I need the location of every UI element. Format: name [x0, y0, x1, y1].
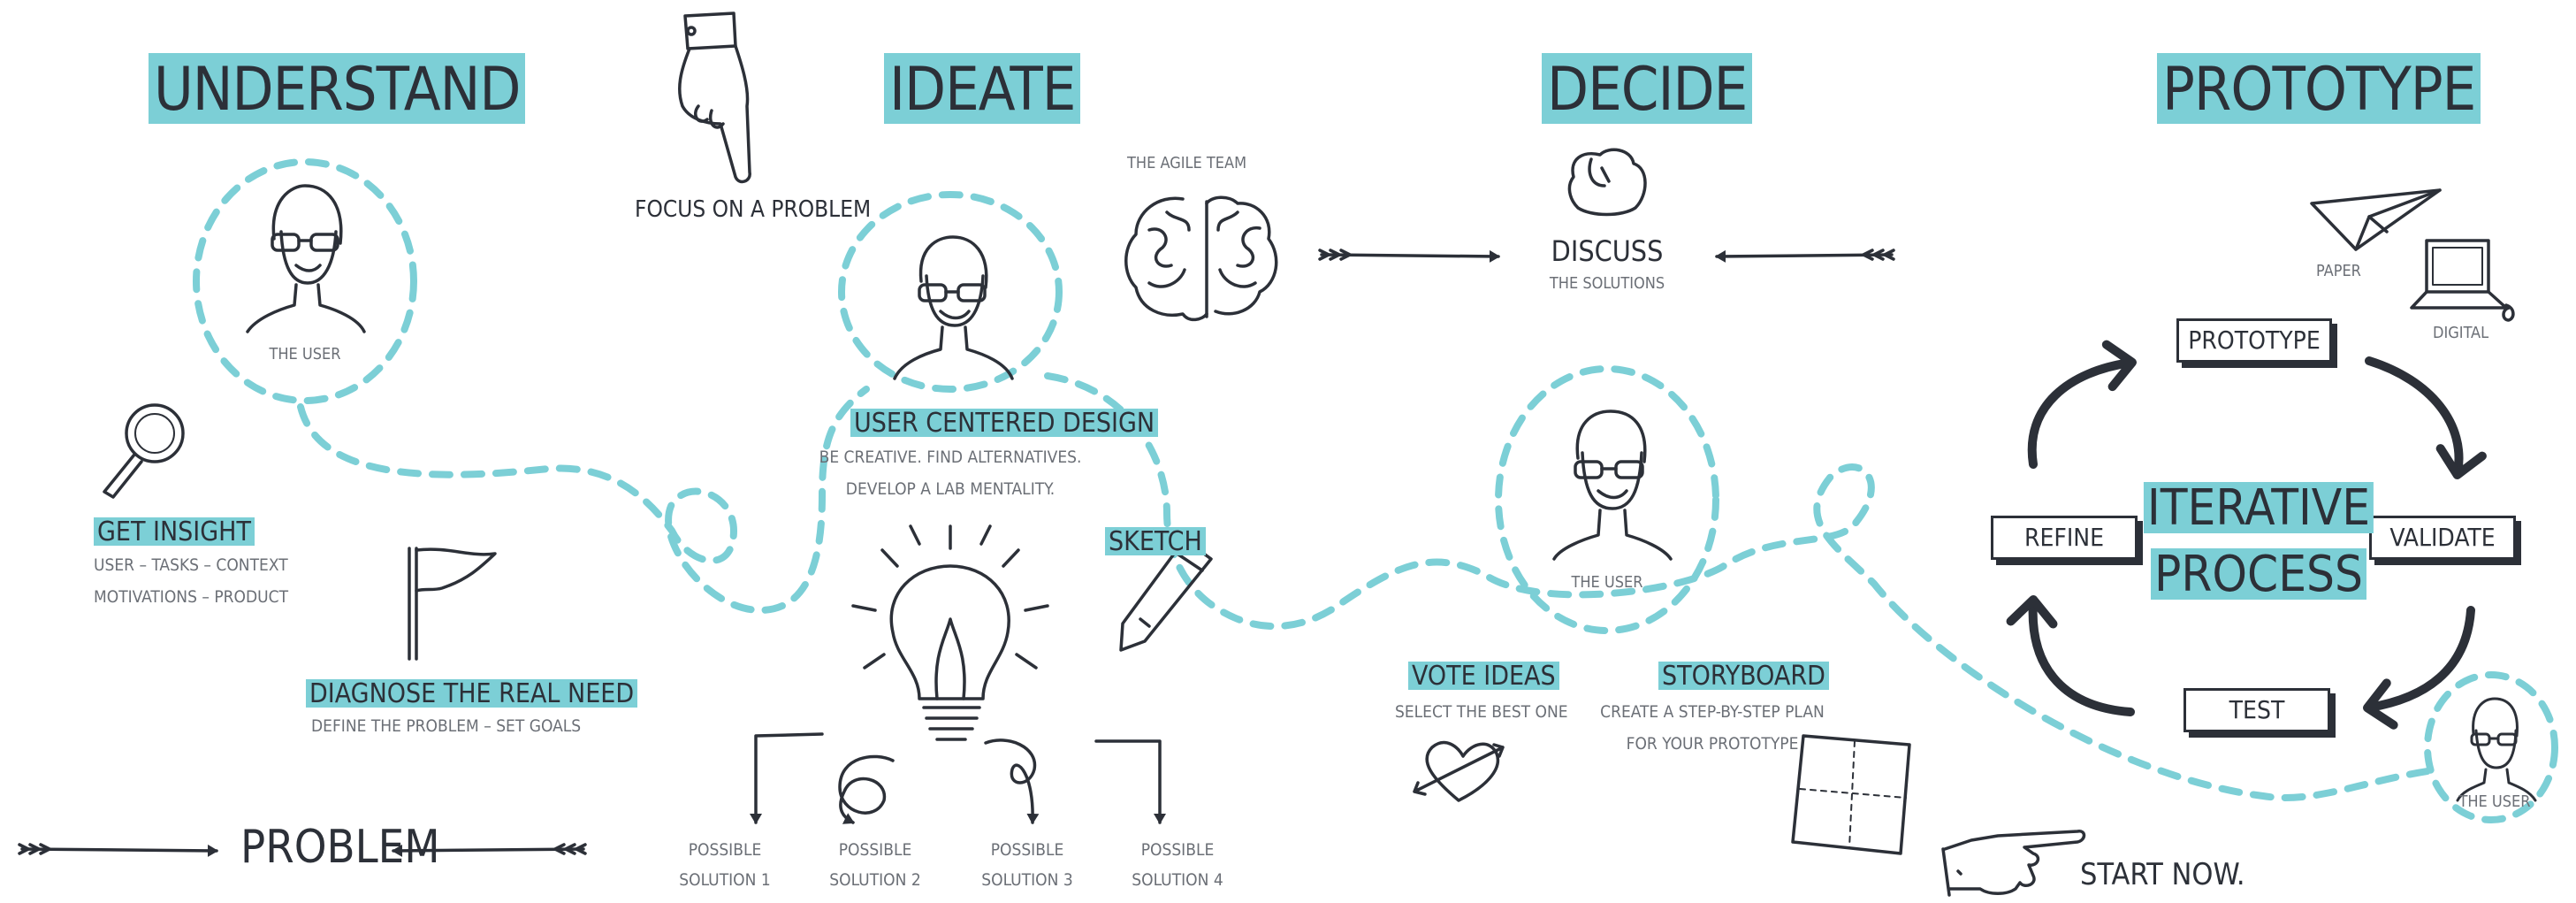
user-avatar-understand	[246, 184, 366, 333]
storyboard-line1: CREATE A STEP-BY-STEP PLAN	[1600, 702, 1825, 722]
ucd-title: USER CENTERED DESIGN	[850, 409, 1159, 437]
discuss-arrows	[1318, 249, 1895, 263]
flag-icon	[408, 547, 497, 661]
solution-line1: POSSIBLE	[688, 840, 762, 860]
get-insight-line2: MOTIVATIONS – PRODUCT	[94, 587, 289, 607]
phase-understand-heading: UNDERSTAND	[149, 53, 526, 124]
storyboard-title: STORYBOARD	[1658, 662, 1829, 690]
ucd-line2: DEVELOP A LAB MENTALITY.	[845, 479, 1056, 499]
vote-ideas-subtitle: SELECT THE BEST ONE	[1395, 702, 1568, 722]
problem-label: PROBLEM	[240, 821, 440, 874]
pencil-icon	[1119, 538, 1213, 652]
get-insight-line1: USER – TASKS – CONTEXT	[94, 555, 288, 575]
brain-icon	[1124, 195, 1278, 322]
diagnose-title: DIAGNOSE THE REAL NEED	[306, 679, 638, 708]
user-circle-ideate	[838, 191, 1063, 393]
cycle-arrows	[2006, 340, 2487, 730]
phase-decide-heading: DECIDE	[1542, 53, 1753, 124]
pointing-hand-start-icon	[1941, 830, 2086, 897]
user-label-understand: THE USER	[269, 345, 341, 363]
process-label: PROCESS	[2150, 548, 2367, 600]
lightbulb-icon	[851, 524, 1049, 741]
user-label-prototype: THE USER	[2458, 792, 2531, 811]
heart-arrow-icon	[1413, 740, 1505, 802]
solution-line2: SOLUTION 1	[679, 870, 771, 890]
start-now-label: START NOW.	[2080, 857, 2245, 892]
cycle-step-test: TEST	[2184, 688, 2330, 732]
ucd-line1: BE CREATIVE. FIND ALTERNATIVES.	[819, 448, 1082, 467]
solution-line1: POSSIBLE	[1140, 840, 1215, 860]
digital-label: DIGITAL	[2433, 324, 2489, 342]
cycle-step-validate: VALIDATE	[2369, 516, 2516, 560]
laptop-icon	[2410, 239, 2515, 322]
get-insight-title: GET INSIGHT	[94, 517, 255, 546]
solution-line2: SOLUTION 2	[829, 870, 921, 890]
discuss-subtitle: THE SOLUTIONS	[1549, 274, 1665, 293]
user-avatar-prototype	[2456, 697, 2537, 802]
storyboard-icon	[1791, 734, 1911, 855]
solution-arrows	[750, 732, 1166, 824]
user-circle-understand	[193, 158, 417, 404]
paper-plane-icon	[2310, 188, 2442, 251]
solution-line2: SOLUTION 3	[981, 870, 1073, 890]
cycle-step-refine: REFINE	[1991, 516, 2138, 560]
user-avatar-decide	[1552, 409, 1673, 561]
discuss-label: DISCUSS	[1551, 234, 1664, 268]
agile-team-label: THE AGILE TEAM	[1127, 154, 1247, 172]
iterative-label: ITERATIVE	[2143, 482, 2374, 533]
sketch-label: SKETCH	[1105, 527, 1206, 555]
journey-dashed-path	[297, 372, 2443, 802]
vote-ideas-title: VOTE IDEAS	[1408, 662, 1559, 690]
diagnose-subtitle: DEFINE THE PROBLEM – SET GOALS	[311, 716, 582, 736]
solution-line2: SOLUTION 4	[1132, 870, 1223, 890]
user-circle-decide	[1495, 365, 1719, 634]
pointing-hand-icon	[677, 11, 751, 184]
magnifier-icon	[103, 403, 185, 499]
fist-icon	[1567, 148, 1647, 217]
solution-line1: POSSIBLE	[838, 840, 912, 860]
problem-arrows	[18, 843, 587, 857]
solution-line1: POSSIBLE	[990, 840, 1064, 860]
phase-prototype-heading: PROTOTYPE	[2157, 53, 2481, 124]
user-avatar-ideate	[893, 235, 1014, 380]
storyboard-line2: FOR YOUR PROTOTYPE	[1626, 734, 1799, 754]
paper-label: PAPER	[2316, 262, 2361, 280]
focus-on-problem-label: FOCUS ON A PROBLEM	[635, 196, 872, 223]
phase-ideate-heading: IDEATE	[884, 53, 1081, 124]
cycle-step-prototype: PROTOTYPE	[2176, 318, 2332, 363]
user-label-decide: THE USER	[1571, 573, 1643, 592]
user-circle-prototype	[2424, 671, 2558, 823]
